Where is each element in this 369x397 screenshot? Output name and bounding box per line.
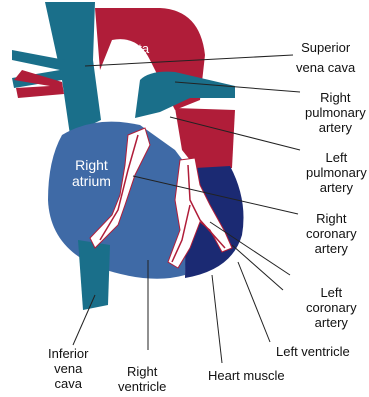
label-right-ventricle: Right ventricle <box>118 364 166 394</box>
label-left-pulmonary-artery: Left pulmonary artery <box>306 150 367 195</box>
label-left-ventricle: Left ventricle <box>276 344 350 359</box>
label-right-pulmonary-artery: Right pulmonary artery <box>305 90 366 135</box>
label-right-atrium: Right atrium <box>72 157 111 189</box>
inferior-vena-cava-vessel <box>78 240 110 310</box>
label-superior-vena-cava: Superior vena cava <box>296 38 355 78</box>
label-heart-muscle: Heart muscle <box>208 368 285 383</box>
label-right-coronary-artery: Right coronary artery <box>306 211 357 256</box>
label-inferior-vena-cava: Inferior vena cava <box>48 346 88 391</box>
label-aorta: Aorta <box>118 41 149 56</box>
label-left-coronary-artery: Left coronary artery <box>306 285 357 330</box>
